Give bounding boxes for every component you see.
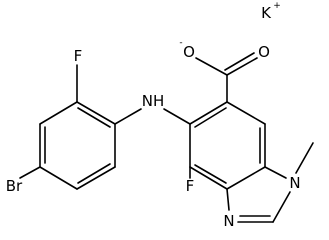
bond-n-aryl	[114, 108, 142, 125]
bond-a5-a6	[76, 166, 116, 190]
bond-a4-br	[19, 166, 41, 179]
bond-n3-c3a	[226, 188, 230, 211]
ring-nitrogen-methyl: N	[289, 174, 300, 192]
fluorine-lower: F	[186, 177, 195, 195]
bond-a5-a6-inner	[77, 163, 111, 184]
bond-c5-n	[163, 108, 191, 125]
carboxylate-oxygen-single: O	[183, 43, 195, 61]
bond-c3a-c4	[189, 166, 228, 190]
bond-a2-a3	[39, 101, 78, 125]
carboxylate-oxygen-double: O	[258, 43, 270, 61]
carboxylate-charge: -	[179, 38, 182, 48]
bond-c-o-double-b	[224, 52, 255, 71]
bond-c7a-c3a	[226, 166, 266, 190]
amine-label: NH	[142, 92, 165, 110]
bond-n1-c2	[272, 191, 291, 223]
bond-c5-c6	[189, 101, 228, 125]
bond-c7a-n1	[264, 166, 287, 179]
bond-a1-a2-inner	[77, 107, 111, 128]
ring-nitrogen: N	[223, 212, 234, 230]
bond-c3a-c4-inner	[194, 164, 227, 184]
bond-n1-methyl	[295, 142, 314, 174]
potassium-charge: +	[273, 1, 281, 11]
bond-c5-c6-inner	[194, 107, 227, 128]
bond-a1-a2	[76, 101, 116, 125]
bond-c-o-single	[195, 57, 228, 76]
bond-c6-c7	[226, 101, 266, 125]
bond-a4-a5	[39, 166, 78, 190]
bromine-label: Br	[6, 177, 23, 195]
bond-c-o-double-a	[226, 57, 258, 76]
fluorine-upper: F	[74, 47, 83, 65]
potassium-label: K	[261, 4, 272, 22]
